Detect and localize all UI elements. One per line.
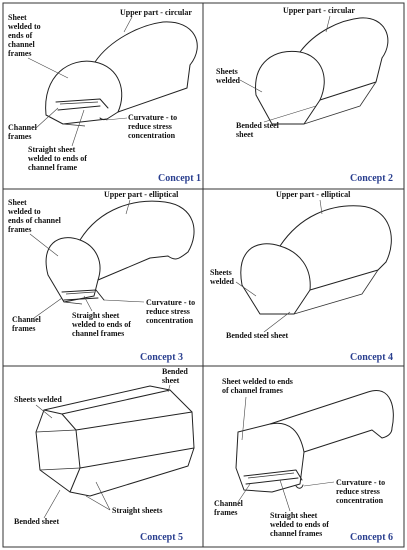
label-channel-frames: Channel frames <box>12 315 43 333</box>
label-upper: Upper part - circular <box>283 6 355 15</box>
panel-concept-5: Bended sheet Sheets welded Straight shee… <box>14 367 195 543</box>
label-curvature: Curvature - to reduce stress concentrati… <box>336 478 387 505</box>
label-sheet-welded: Sheet welded to ends of channel frames <box>8 198 63 234</box>
sketch-concept-1 <box>45 21 198 127</box>
label-bended: Bended steel sheet <box>236 121 281 139</box>
label-bended-top: Bended sheet <box>162 367 190 385</box>
label-sheet-welded: Sheet welded to ends of channel frames <box>222 377 295 395</box>
label-bended: Bended steel sheet <box>226 331 289 340</box>
label-straight-sheet: Straight sheet welded to ends of channel… <box>270 511 331 538</box>
panel-concept-6: Sheet welded to ends of channel frames C… <box>214 377 394 543</box>
sketch-concept-4 <box>240 205 392 315</box>
label-straight-sheet: Straight sheet welded to ends of channel… <box>72 311 133 338</box>
label-curvature: Curvature - to reduce stress concentrati… <box>128 113 179 140</box>
label-sheets-welded: Sheets welded <box>216 67 241 85</box>
panel-concept-1: Upper part - circular Sheet welded to en… <box>8 8 201 184</box>
label-channel-frames: Channel frames <box>214 499 245 517</box>
label-straight-sheets: Straight sheets <box>112 506 162 515</box>
label-upper: Upper part - circular <box>120 8 192 17</box>
label-upper: Upper part - elliptical <box>104 190 179 199</box>
label-straight-sheet: Straight sheet welded to ends of channel… <box>28 145 89 172</box>
caption-concept-2: Concept 2 <box>350 173 393 184</box>
caption-concept-5: Concept 5 <box>140 532 183 543</box>
sketch-concept-2 <box>255 17 389 125</box>
label-curvature: Curvature - to reduce stress concentrati… <box>146 298 197 325</box>
panel-concept-4: Upper part - elliptical Sheets welded Be… <box>210 190 393 363</box>
panel-concept-3: Upper part - elliptical Sheet welded to … <box>8 190 197 363</box>
label-sheet-welded: Sheet welded to ends of channel frames <box>8 13 43 58</box>
label-channel-frames: Channel frames <box>8 123 39 141</box>
caption-concept-1: Concept 1 <box>158 173 201 184</box>
sketch-concept-5 <box>35 385 195 497</box>
label-sheets-welded: Sheets welded <box>14 395 62 404</box>
label-bended-bottom: Bended sheet <box>14 517 59 526</box>
caption-concept-3: Concept 3 <box>140 352 183 363</box>
sketch-concept-6 <box>235 390 394 493</box>
label-upper: Upper part - elliptical <box>276 190 351 199</box>
caption-concept-6: Concept 6 <box>350 532 393 543</box>
sketch-concept-3 <box>45 200 195 305</box>
caption-concept-4: Concept 4 <box>350 352 393 363</box>
label-sheets-welded: Sheets welded <box>210 268 235 286</box>
panel-concept-2: Upper part - circular Sheets welded Bend… <box>216 6 393 184</box>
